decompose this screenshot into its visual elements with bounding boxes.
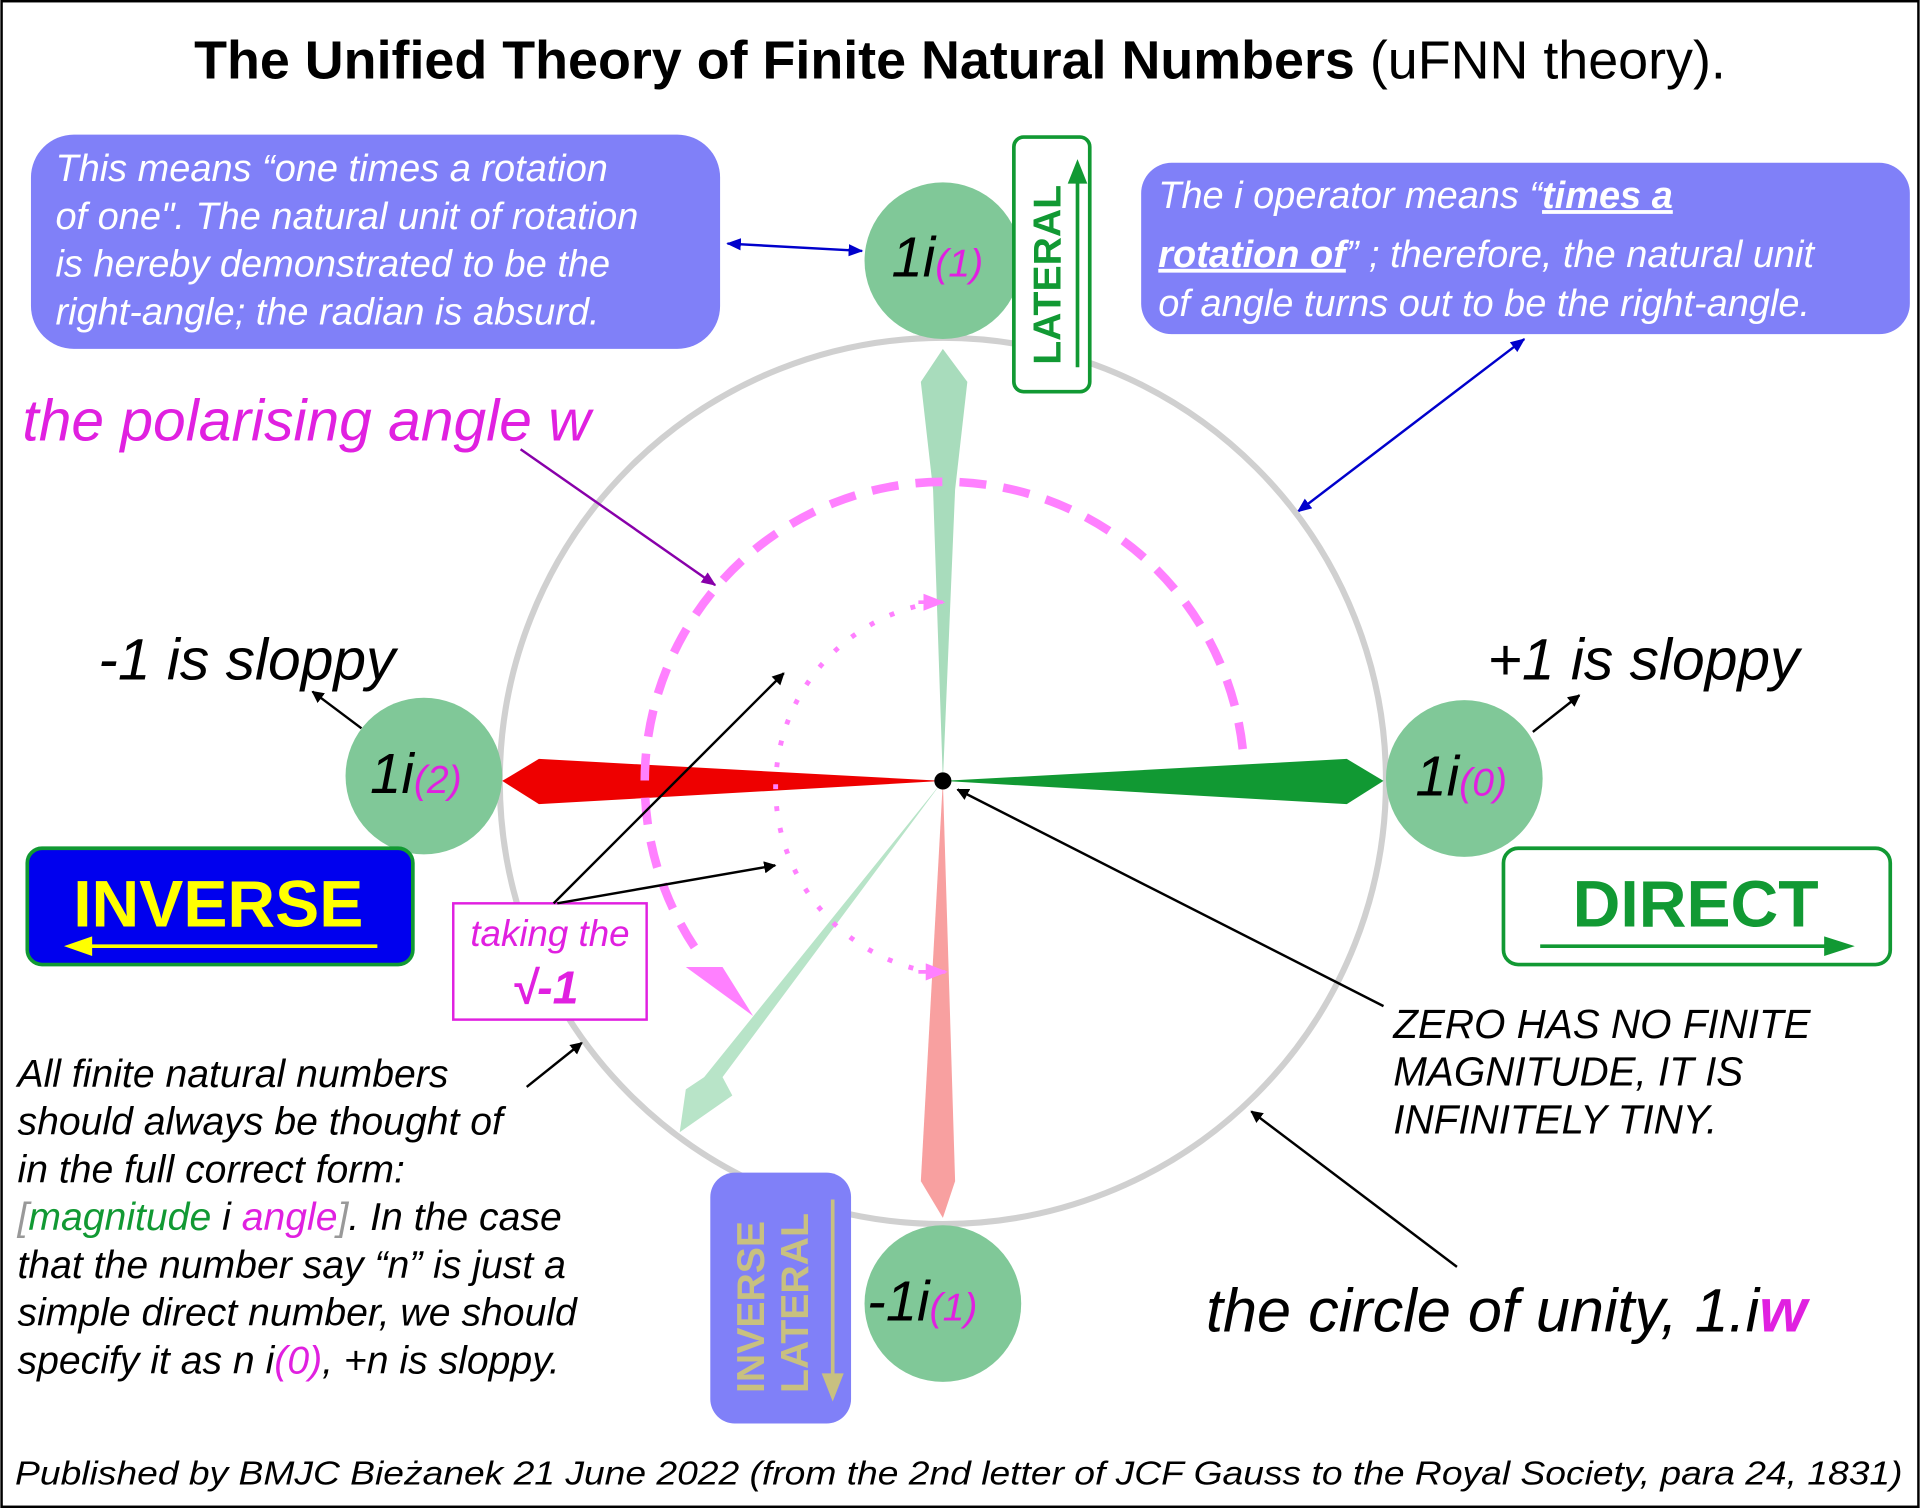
sqrt-pointer-1 [552,672,785,905]
svg-text:-1i(1): -1i(1) [867,1270,977,1333]
zero-note: ZERO HAS NO FINITE MAGNITUDE, IT IS INFI… [1392,1001,1811,1142]
arrow-right-icon [1824,936,1855,956]
direct-vector [942,758,1384,805]
svg-text:[magnitude i angle]. In the ca: [magnitude i angle]. In the case [17,1196,562,1239]
diagonal-vector [679,780,943,1133]
taking-sqrt-box: taking the √-1 [452,902,648,1021]
circle-pointer [1250,1110,1458,1268]
polarising-angle-label: the polarising angle w [22,389,594,454]
svg-text:This means “one times a rotati: This means “one times a rotation [55,148,607,190]
svg-text:specify it as n i(0), +n is sl: specify it as n i(0), +n is sloppy. [18,1339,560,1382]
paragraph-pointer [525,1041,583,1088]
right-note-connector [1296,338,1526,513]
plus-one-label: +1 is sloppy [1488,627,1804,692]
direct-box: DIRECT [1501,846,1893,967]
footer-credit: Published by BMJC Bieżanek 21 June 2022 … [15,1456,1902,1493]
svg-text:1i(1): 1i(1) [891,226,983,289]
svg-text:taking the: taking the [470,913,629,954]
node-left: 1i(2) [345,697,503,855]
circle-of-unity-label: the circle of unity, 1.iw [1206,1277,1810,1345]
svg-text:of angle turns out to be the r: of angle turns out to be the right-angle… [1158,283,1810,325]
svg-text:MAGNITUDE, IT IS: MAGNITUDE, IT IS [1393,1049,1743,1095]
sqrt-pointer-2 [557,861,777,905]
svg-text:The i operator means “times a: The i operator means “times a [1158,175,1673,217]
svg-text:INVERSE: INVERSE [730,1221,773,1393]
svg-text:simple direct number, we shoul: simple direct number, we should [18,1292,579,1335]
left-note-connector [726,238,864,257]
svg-text:rotation of” ; therefore, the: rotation of” ; therefore, the natural un… [1158,234,1815,276]
lateral-vector [920,348,968,781]
svg-text:DIRECT: DIRECT [1573,868,1819,942]
arrow-left-icon [64,936,93,956]
origin-point [934,772,952,790]
svg-text:1i(2): 1i(2) [370,742,462,805]
svg-text:LATERAL: LATERAL [1026,185,1069,365]
polarising-angle-arc [640,477,1248,964]
node-bottom: -1i(1) [864,1225,1022,1382]
inverse-lateral-vector [920,780,956,1218]
svg-text:√-1: √-1 [512,962,579,1014]
polarising-pointer [519,448,717,587]
arrow-down-icon [821,1373,844,1402]
left-note: This means “one times a rotation of one"… [30,134,721,349]
svg-text:should always be thought of: should always be thought of [18,1101,508,1144]
explanation-paragraph: All finite natural numbers should always… [16,1053,579,1382]
node-top: 1i(1) [864,182,1022,340]
minus-one-pointer [311,690,363,730]
minus-one-label: -1 is sloppy [98,627,399,692]
inverse-vector [502,758,943,805]
svg-text:that the number say “n” is jus: that the number say “n” is just a [18,1244,566,1287]
svg-text:in the full correct form:: in the full correct form: [18,1148,405,1191]
svg-text:All finite natural numbers: All finite natural numbers [16,1053,449,1096]
svg-text:right-angle; the radian is abs: right-angle; the radian is absurd. [55,291,599,333]
svg-text:LATERAL: LATERAL [774,1213,817,1393]
node-right: 1i(0) [1385,700,1543,857]
svg-text:1i(0): 1i(0) [1415,745,1507,808]
sqrt-arc [773,599,938,976]
svg-text:INVERSE: INVERSE [73,868,363,942]
page-title: The Unified Theory of Finite Natural Num… [194,30,1726,90]
right-note: The i operator means “times a rotation o… [1141,162,1910,335]
svg-text:ZERO HAS NO FINITE: ZERO HAS NO FINITE [1392,1001,1811,1047]
inverse-lateral-box: INVERSE LATERAL [710,1172,852,1424]
plus-one-pointer [1532,694,1581,733]
lateral-box: LATERAL [1012,135,1092,394]
arrow-up-icon [1067,159,1088,184]
inverse-box: INVERSE [25,846,415,967]
svg-text:of one". The natural unit of r: of one". The natural unit of rotation [55,196,638,238]
zero-pointer [956,788,1385,1008]
svg-text:INFINITELY TINY.: INFINITELY TINY. [1393,1096,1717,1142]
svg-text:is hereby demonstrated to be t: is hereby demonstrated to be the [55,244,610,286]
